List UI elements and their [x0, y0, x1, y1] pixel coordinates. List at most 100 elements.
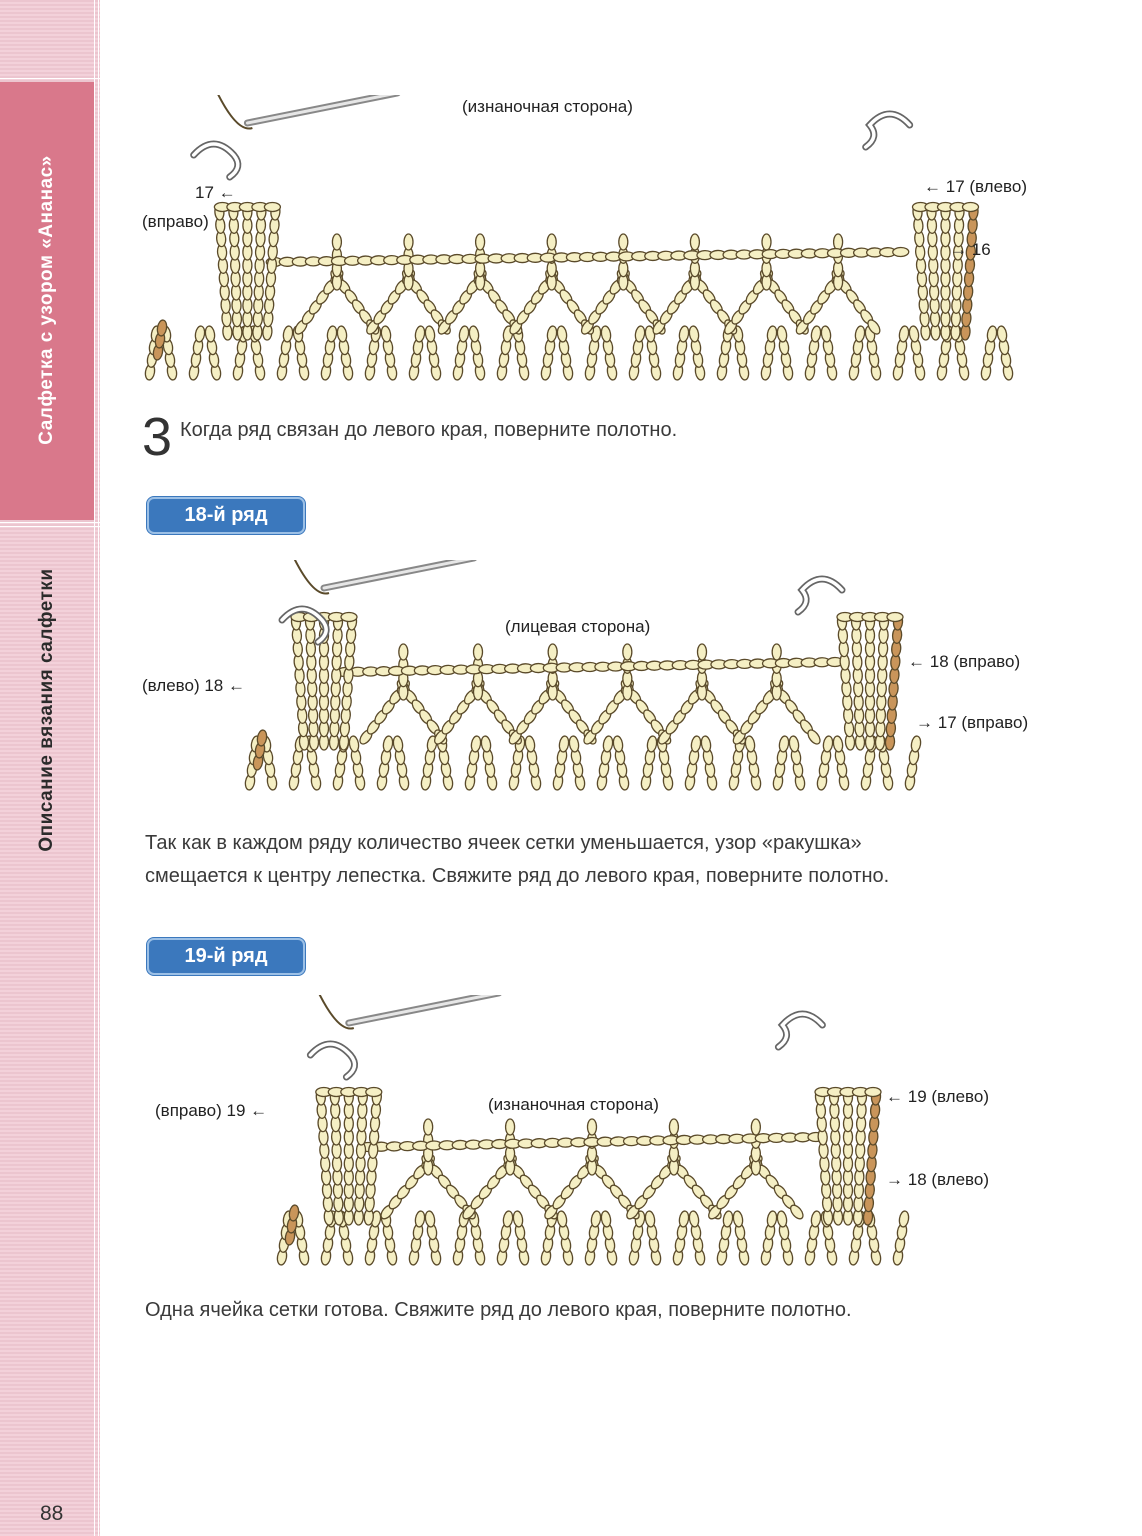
- side-label: (лицевая сторона): [505, 617, 651, 636]
- chain-stitch: [807, 729, 821, 745]
- double-crochet-stitch: [678, 1210, 690, 1228]
- double-crochet-stitch: [678, 325, 690, 343]
- double-crochet-stitch: [668, 1118, 680, 1136]
- double-crochet-stitch: [423, 1118, 434, 1136]
- page-number: 88: [40, 1502, 64, 1525]
- double-crochet-stitch: [898, 1210, 910, 1228]
- double-crochet-stitch: [634, 325, 646, 343]
- double-crochet-stitch: [512, 1210, 524, 1228]
- double-crochet-stitch: [424, 325, 436, 343]
- double-crochet-stitch: [398, 643, 409, 661]
- row-label-right: ← 18 (вправо): [908, 652, 1021, 671]
- crochet-diagram-row18: [244, 560, 922, 791]
- double-crochet-stitch: [776, 325, 788, 343]
- crochet-diagram-row19: [276, 995, 910, 1266]
- double-crochet-stitch: [524, 735, 536, 753]
- chain-stitch: [263, 201, 282, 213]
- row-label-left: (влево) 18 ←: [142, 676, 245, 695]
- row-label-right: ← 19 (влево): [886, 1087, 989, 1106]
- double-crochet-stitch: [194, 325, 206, 343]
- double-crochet-stitch: [788, 735, 800, 753]
- double-crochet-stitch: [326, 325, 338, 343]
- crochet-hook-highlight: [322, 560, 472, 590]
- double-crochet-stitch: [761, 233, 772, 251]
- double-crochet-stitch: [688, 1210, 700, 1228]
- double-crochet-stitch: [700, 735, 712, 753]
- double-crochet-stitch: [750, 1118, 761, 1136]
- row18-text-line2: смещается к центру лепестка. Свяжите ряд…: [145, 865, 890, 887]
- turn-arrow-icon: [776, 1012, 825, 1049]
- double-crochet-stitch: [382, 735, 394, 753]
- double-crochet-stitch: [474, 233, 486, 251]
- band-divider: [94, 0, 95, 1536]
- double-crochet-stitch: [646, 735, 658, 753]
- double-crochet-stitch: [480, 735, 492, 753]
- double-crochet-stitch: [331, 233, 343, 251]
- row-label-left: (вправо) 19 ←: [155, 1101, 268, 1120]
- double-crochet-stitch: [688, 325, 700, 343]
- double-crochet-stitch: [744, 735, 756, 753]
- double-crochet-stitch: [600, 1210, 612, 1228]
- row19-text: Одна ячейка сетки готова. Свяжите ряд до…: [145, 1299, 852, 1321]
- double-crochet-stitch: [622, 643, 633, 661]
- chain-stitch: [886, 611, 904, 623]
- double-crochet-stitch: [348, 735, 360, 753]
- double-crochet-stitch: [732, 1210, 744, 1228]
- double-crochet-stitch: [696, 643, 708, 661]
- turn-arrow-icon: [863, 112, 912, 149]
- crochet-hook-highlight: [347, 995, 497, 1025]
- chain-stitch: [892, 246, 910, 258]
- chain-stitch: [365, 1086, 383, 1098]
- turn-arrow-icon: [308, 1042, 357, 1079]
- chapter-tab: [0, 82, 94, 520]
- double-crochet-stitch: [810, 1210, 822, 1228]
- double-crochet-stitch: [547, 643, 558, 661]
- double-crochet-stitch: [778, 735, 790, 753]
- double-crochet-stitch: [156, 319, 168, 337]
- double-crochet-stitch: [380, 325, 392, 343]
- double-crochet-stitch: [832, 735, 844, 753]
- double-crochet-stitch: [568, 735, 580, 753]
- double-crochet-stitch: [810, 325, 822, 343]
- row-badge: 18-й ряд: [147, 497, 305, 534]
- prev-row-label-right: → 18 (влево): [886, 1170, 989, 1189]
- prev-row-label-right: → 16: [950, 240, 991, 259]
- double-crochet-stitch: [468, 325, 480, 343]
- double-crochet-stitch: [766, 1210, 778, 1228]
- section-title: Описание вязания салфетки: [36, 568, 57, 852]
- double-crochet-stitch: [282, 325, 294, 343]
- crochet-diagram-row17: [144, 95, 1014, 381]
- band-divider: [0, 522, 100, 523]
- double-crochet-stitch: [392, 735, 404, 753]
- side-label: (изнаночная сторона): [462, 97, 633, 116]
- double-crochet-stitch: [288, 1204, 300, 1222]
- double-crochet-stitch: [898, 325, 910, 343]
- crochet-hook-highlight: [245, 95, 396, 125]
- double-crochet-stitch: [403, 233, 414, 251]
- double-crochet-stitch: [690, 735, 702, 753]
- row18-text-line1: Так как в каждом ряду количество ячеек с…: [145, 832, 862, 854]
- double-crochet-stitch: [602, 735, 614, 753]
- yarn-strand: [217, 95, 253, 130]
- double-crochet-stitch: [776, 1210, 788, 1228]
- chain-stitch: [340, 611, 358, 623]
- double-crochet-stitch: [546, 233, 557, 251]
- double-crochet-stitch: [771, 643, 782, 661]
- double-crochet-stitch: [256, 729, 268, 747]
- double-crochet-stitch: [336, 325, 348, 343]
- double-crochet-stitch: [504, 1118, 516, 1136]
- step-text: Когда ряд связан до левого края, поверни…: [180, 419, 678, 441]
- double-crochet-stitch: [558, 735, 570, 753]
- double-crochet-stitch: [908, 325, 920, 343]
- chain-stitch: [961, 201, 980, 213]
- double-crochet-stitch: [644, 1210, 656, 1228]
- double-crochet-stitch: [414, 1210, 426, 1228]
- double-crochet-stitch: [820, 325, 832, 343]
- row-label-left: 17 ←: [195, 183, 236, 202]
- double-crochet-stitch: [996, 325, 1008, 343]
- band-divider: [0, 78, 100, 79]
- double-crochet-stitch: [832, 233, 844, 251]
- chain-stitch: [867, 319, 881, 335]
- band-divider: [98, 0, 99, 1536]
- double-crochet-stitch: [470, 735, 482, 753]
